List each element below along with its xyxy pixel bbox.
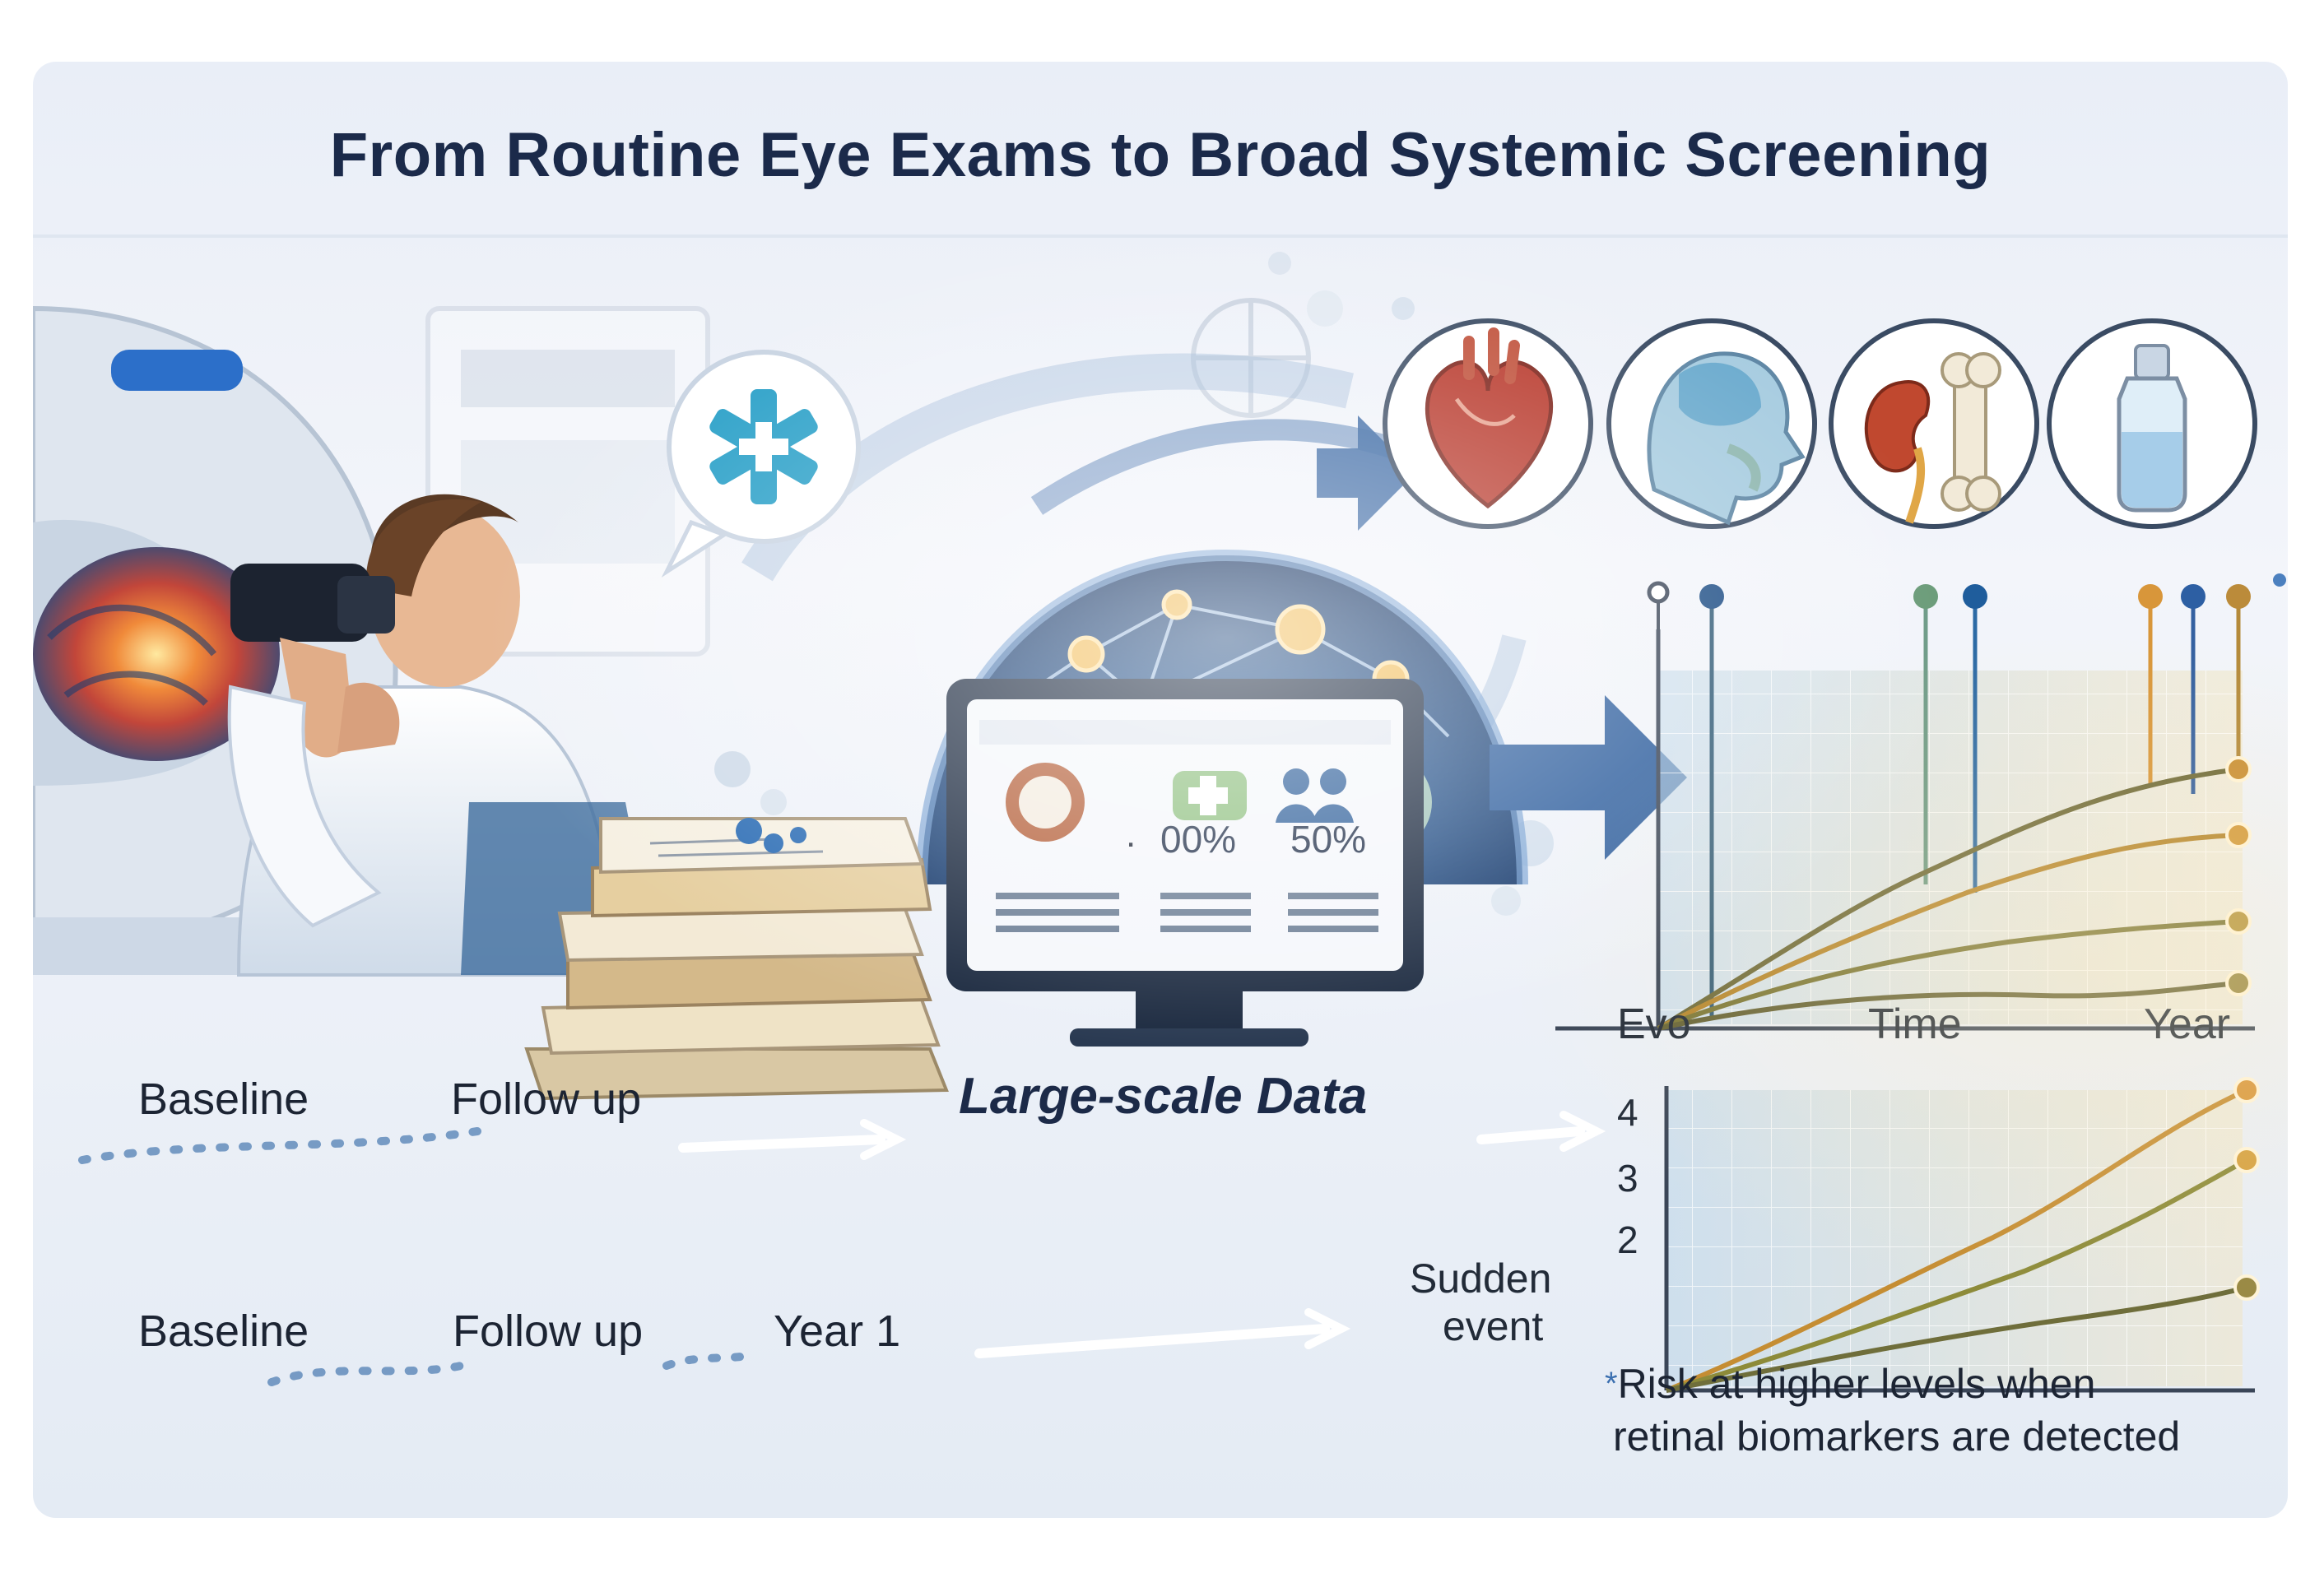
top-lines-line-1 — [1657, 767, 2239, 1031]
fluid-vial-icon — [2047, 318, 2257, 529]
top-lines-end-point-1 — [2225, 756, 2252, 782]
top-lines-end-point-4 — [2225, 970, 2252, 996]
bottom-lines-end-point-1 — [2233, 1077, 2260, 1103]
patient-records-stack — [524, 817, 949, 1101]
bottom-lines-line-1 — [1665, 1088, 2248, 1393]
infographic-card: From Routine Eye Exams to Broad Systemic… — [33, 62, 2288, 1518]
timeline-markers — [1647, 573, 2286, 1016]
timeline-baseline-label: Baseline — [138, 1074, 309, 1124]
page-title: From Routine Eye Exams to Broad Systemic… — [329, 120, 1992, 190]
people-stat-icon — [1276, 768, 1354, 823]
timeline2-year-label: Year 1 — [774, 1306, 901, 1356]
medical-star-icon — [709, 389, 818, 504]
kidney-bone-icon — [1829, 318, 2039, 529]
timeline2-follow-up-label: Follow up — [453, 1306, 644, 1356]
bottom-y-tick-4: 4 — [1617, 1091, 1638, 1134]
top-chart-series — [1657, 756, 2252, 1031]
large-scale-data-label: Large-scale Data — [959, 1068, 1368, 1125]
sudden-event-label-line1: Sudden — [1410, 1255, 1552, 1302]
timeline2-baseline-label: Baseline — [138, 1306, 309, 1356]
arrow-to-chart — [1490, 695, 1687, 860]
monitor-dot: . — [1126, 815, 1136, 855]
retina-image — [33, 547, 280, 761]
clinician-figure — [227, 494, 658, 977]
plus-stat-icon — [1173, 771, 1247, 820]
top-x-label-1: Evo — [1617, 1000, 1691, 1048]
top-lines-line-2 — [1657, 833, 2239, 1031]
illustration-layer — [33, 234, 2288, 1393]
sudden-event-label-line2: event — [1443, 1303, 1544, 1349]
bottom-y-tick-3: 3 — [1617, 1157, 1638, 1200]
medical-star-bubble — [661, 350, 861, 578]
timeline-dashes — [78, 1111, 1606, 1386]
bottom-chart-series — [1665, 1077, 2260, 1393]
monitor-stat-1: 00% — [1160, 818, 1237, 861]
footnote-marker: * — [1605, 1366, 1618, 1402]
footnote-line-2: retinal biomarkers are detected — [1613, 1413, 2181, 1460]
top-lines-end-point-3 — [2225, 908, 2252, 935]
risk-trend-chart-bottom — [1664, 1077, 2260, 1393]
bottom-lines-line-2 — [1666, 1158, 2248, 1393]
top-x-label-3: Year — [2144, 1000, 2231, 1048]
top-lines-line-3 — [1657, 919, 2239, 1031]
risk-trend-chart-top — [1555, 573, 2286, 1031]
bottom-lines-end-point-3 — [2233, 1274, 2260, 1301]
bottom-lines-line-3 — [1666, 1285, 2247, 1393]
top-x-label-2: Time — [1868, 1000, 1962, 1048]
bottom-y-tick-2: 2 — [1617, 1218, 1638, 1261]
data-dashboard-monitor — [946, 679, 1424, 1047]
top-lines-line-4 — [1657, 981, 2239, 1031]
monitor-stat-2: 50% — [1290, 818, 1367, 861]
timeline-follow-up-label: Follow up — [451, 1074, 642, 1124]
top-lines-end-point-2 — [2225, 822, 2252, 848]
arrow-to-organs — [1317, 415, 1415, 531]
footnote-line-1: Risk at higher levels when — [1617, 1361, 2096, 1407]
risk-footnote: *Risk at higher levels when retinal biom… — [1605, 1358, 2288, 1463]
brain-icon — [1606, 318, 1817, 529]
heart-icon — [1383, 318, 1593, 529]
bottom-lines-end-point-2 — [2233, 1147, 2260, 1173]
organ-icon-row — [1383, 318, 2257, 529]
